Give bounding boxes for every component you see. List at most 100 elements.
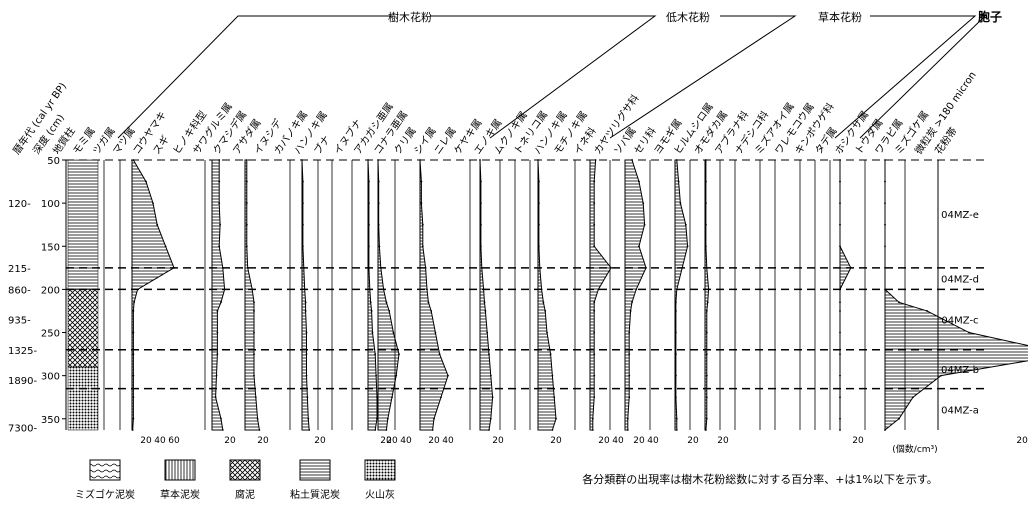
series-11-point-8 [675,310,677,312]
series-10-axis-0: 20 [633,436,645,446]
series-2-point-8 [253,310,255,312]
series-12-point-8 [705,310,708,312]
group-label-trees: 樹木花粉 [388,11,432,24]
series-12-point-14 [705,429,707,431]
series-8-point-9 [546,331,548,334]
series-12-point-4 [705,245,707,248]
series-10-point-14 [626,429,629,431]
series-8-point-13 [555,417,557,420]
series-10-point-7 [631,301,633,304]
series-area-3 [301,159,310,431]
series-6-point-11 [447,374,449,377]
series-12-point-0 [705,159,707,161]
series-6-axis-1: 40 [442,436,454,446]
series-0-point-13 [132,417,135,420]
series-10-point-5 [645,266,647,269]
series-12-point-3 [705,223,707,226]
series-9-point-3 [593,223,596,226]
age-tick-label-6: 7300- [8,423,37,434]
series-11-point-1 [677,180,680,183]
series-0-point-4 [164,245,167,248]
series-8-point-4 [538,245,540,248]
series-1-point-8 [216,310,219,312]
series-13-point-12 [839,396,841,399]
series-1-point-9 [216,331,219,334]
series-10-point-4 [638,245,640,248]
series-1-point-13 [220,417,222,420]
series-9-point-11 [593,374,596,377]
series-12-point-2 [705,202,707,205]
series-12-point-1 [705,180,707,183]
series-13-point-4 [839,245,841,248]
series-3-point-7 [304,301,307,304]
series-14-axis-0: 200 [1016,436,1028,446]
series-8-point-10 [549,353,552,355]
series-14-point-5 [884,266,886,269]
series-4-point-7 [369,301,372,304]
series-0-point-14 [131,429,134,431]
series-2-point-1 [245,180,248,183]
series-8-point-0 [537,159,539,161]
series-0-point-6 [136,288,139,291]
age-tick-label-4: 1325- [8,346,37,357]
series-13-point-0 [839,159,841,161]
series-9-point-4 [593,245,596,248]
series-6-point-1 [420,180,423,183]
series-4-point-14 [374,429,377,431]
series-10-axis-1: 40 [647,436,659,446]
series-3-point-3 [302,223,304,226]
series-9-point-9 [593,331,596,334]
series-11-point-9 [675,331,677,334]
series-13-point-5 [849,266,852,269]
series-12-point-13 [705,417,708,420]
series-12-point-7 [706,301,709,304]
series-6-point-14 [431,429,434,431]
series-4-point-3 [368,223,370,226]
series-14-point-4 [884,245,886,248]
series-7-point-7 [483,301,486,304]
series-7-point-9 [486,331,489,334]
series-9-point-8 [593,310,596,312]
legend-label-3: 粘土質泥炭 [290,488,340,501]
series-2-point-4 [245,245,248,248]
series-4-point-1 [368,180,370,183]
series-5-point-3 [377,223,380,226]
series-10-point-8 [629,310,632,312]
lithology-legend: ミズゴケ泥炭草本泥炭腐泥粘土質泥炭火山灰 [75,459,396,501]
series-8-point-7 [542,301,545,304]
series-0-point-11 [132,374,135,377]
series-11-point-11 [675,374,677,377]
series-13-point-9 [839,331,841,334]
age-tick-label-0: 120- [8,199,31,210]
series-4-point-10 [374,353,377,355]
series-12: 20 [704,159,729,446]
series-6-point-0 [419,159,421,161]
series-7-point-2 [480,202,482,205]
series-14-point-3 [884,223,886,226]
series-14-point-6 [884,288,886,291]
series-7-point-8 [484,310,487,312]
series-3-axis-0: 20 [314,436,326,446]
series-5-point-9 [392,331,395,334]
series-3-point-5 [302,266,305,269]
series-3-point-8 [304,310,307,312]
plot-area: 50100150200250300350120-215-860-935-1325… [8,156,1028,446]
legend-swatch-horiz [299,459,331,481]
series-4-point-8 [370,310,373,312]
series-2-point-10 [253,353,255,355]
series-9-point-0 [594,159,597,161]
series-1: 20 [211,159,236,446]
series-9-axis-1: 40 [612,436,624,446]
series-6-point-6 [426,288,428,291]
series-6-point-10 [438,353,441,355]
charcoal-unit: (個数/cm³) [892,443,937,455]
series-13-point-13 [839,417,841,420]
series-7-point-0 [479,159,481,161]
series-13-point-8 [839,310,841,312]
series-1-point-2 [218,202,221,205]
series-12-point-9 [705,331,708,334]
series-8-point-12 [553,396,556,399]
group-labels: 樹木花粉 低木花粉 草本花粉 胞子 [388,9,1002,24]
